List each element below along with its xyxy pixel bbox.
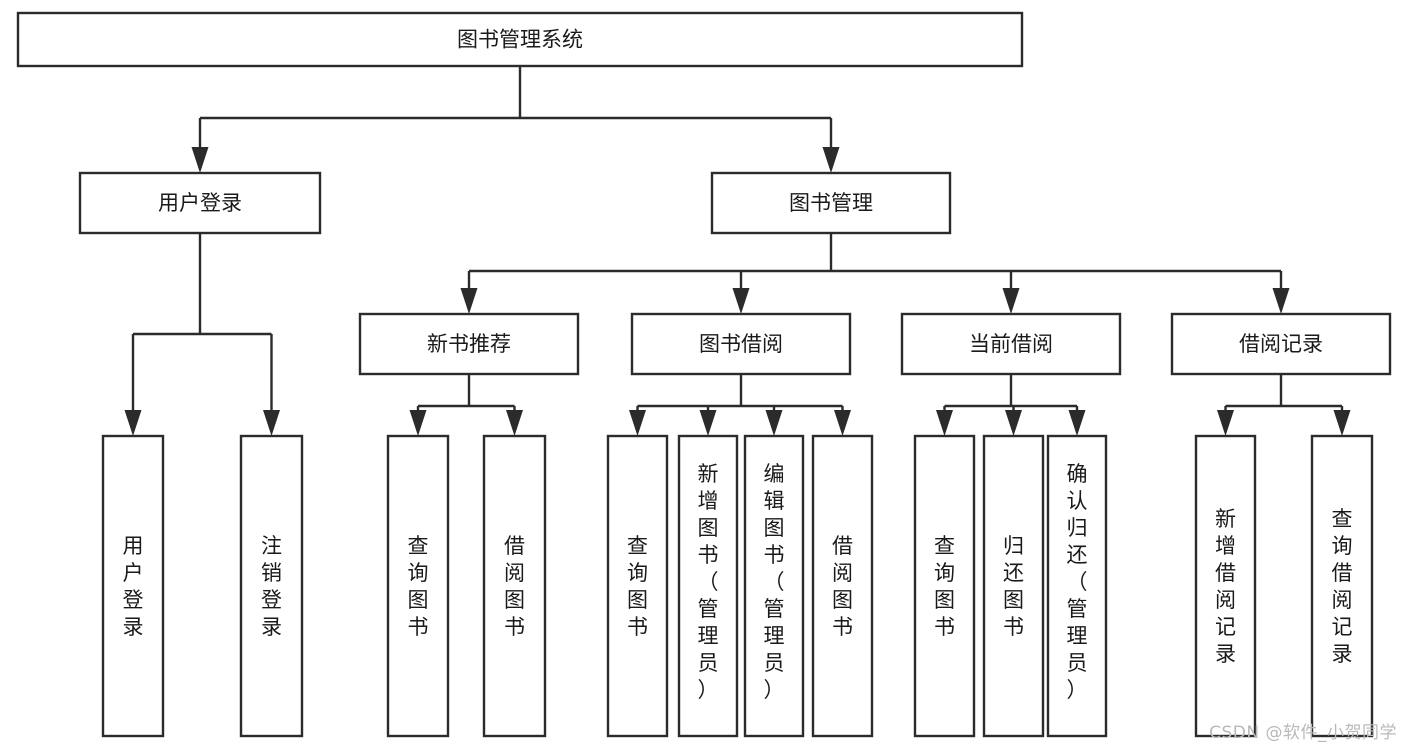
arrow-head-icon bbox=[1002, 288, 1020, 314]
edge-group-book-borrow bbox=[629, 374, 851, 436]
node-box[interactable] bbox=[677, 434, 739, 738]
node-box[interactable] bbox=[1170, 312, 1392, 376]
node-leaf-query-book-1[interactable]: 查询图书 bbox=[386, 434, 450, 738]
arrow-head-icon bbox=[1217, 410, 1234, 436]
arrow-head-icon bbox=[409, 410, 427, 436]
node-leaf-return-book[interactable]: 归还图书 bbox=[982, 434, 1045, 738]
node-box[interactable] bbox=[78, 171, 322, 235]
arrow-head-icon bbox=[191, 147, 209, 173]
node-label: 查询图书 bbox=[934, 534, 955, 639]
node-box[interactable] bbox=[710, 171, 952, 235]
arrow-head-icon bbox=[834, 410, 851, 436]
node-label: 借阅图书 bbox=[832, 534, 853, 639]
arrow-head-icon bbox=[822, 147, 840, 173]
node-root[interactable]: 图书管理系统 bbox=[16, 11, 1024, 68]
node-label: 用户登录 bbox=[158, 191, 242, 215]
node-box[interactable] bbox=[1046, 434, 1108, 738]
node-leaf-edit-book[interactable]: 编辑图书（管理员） bbox=[743, 434, 805, 738]
edge-group-current-borrow bbox=[936, 374, 1086, 436]
node-box[interactable] bbox=[16, 11, 1024, 68]
node-label: 图书管理 bbox=[789, 191, 873, 215]
arrow-head-icon bbox=[124, 410, 142, 436]
node-label: 借阅图书 bbox=[504, 534, 525, 639]
edge-group-root bbox=[191, 66, 840, 173]
node-box[interactable] bbox=[811, 434, 874, 738]
node-label: 图书借阅 bbox=[699, 332, 783, 356]
node-current-borrow[interactable]: 当前借阅 bbox=[900, 312, 1122, 376]
node-box[interactable] bbox=[630, 312, 852, 376]
node-box[interactable] bbox=[913, 434, 976, 738]
node-box[interactable] bbox=[101, 434, 165, 738]
node-leaf-user-login[interactable]: 用户登录 bbox=[101, 434, 165, 738]
node-box[interactable] bbox=[982, 434, 1045, 738]
arrow-head-icon bbox=[936, 410, 953, 436]
node-leaf-query-record[interactable]: 查询借阅记录 bbox=[1310, 434, 1374, 738]
node-box[interactable] bbox=[1194, 434, 1257, 738]
node-box[interactable] bbox=[239, 434, 304, 738]
node-leaf-add-book[interactable]: 新增图书（管理员） bbox=[677, 434, 739, 738]
node-label: 新增借阅记录 bbox=[1215, 507, 1236, 666]
arrow-head-icon bbox=[699, 410, 717, 436]
arrow-head-icon bbox=[629, 410, 646, 436]
node-box[interactable] bbox=[1310, 434, 1374, 738]
node-new-book-rec[interactable]: 新书推荐 bbox=[358, 312, 580, 376]
node-leaf-logout[interactable]: 注销登录 bbox=[239, 434, 304, 738]
node-leaf-query-book-2[interactable]: 查询图书 bbox=[606, 434, 669, 738]
node-label: 借阅记录 bbox=[1239, 332, 1323, 356]
arrow-head-icon bbox=[460, 288, 478, 314]
node-label: 编辑图书（管理员） bbox=[764, 462, 785, 702]
edge-group-book-manage bbox=[460, 233, 1290, 314]
node-borrow-record[interactable]: 借阅记录 bbox=[1170, 312, 1392, 376]
node-label: 图书管理系统 bbox=[457, 28, 583, 52]
edge-group-user-login bbox=[124, 233, 280, 436]
arrow-head-icon bbox=[263, 410, 280, 436]
node-box[interactable] bbox=[743, 434, 805, 738]
arrow-head-icon bbox=[506, 410, 523, 436]
node-label: 新书推荐 bbox=[427, 332, 511, 356]
node-leaf-query-book-3[interactable]: 查询图书 bbox=[913, 434, 976, 738]
node-label: 注销登录 bbox=[261, 534, 282, 639]
edge-group-borrow-record bbox=[1217, 374, 1351, 436]
nodes-layer: 图书管理系统用户登录图书管理新书推荐图书借阅当前借阅借阅记录用户登录注销登录查询… bbox=[16, 11, 1392, 738]
arrow-head-icon bbox=[732, 288, 750, 314]
node-leaf-borrow-book-2[interactable]: 借阅图书 bbox=[811, 434, 874, 738]
arrow-head-icon bbox=[765, 410, 783, 436]
node-label: 归还图书 bbox=[1003, 534, 1024, 639]
node-leaf-add-record[interactable]: 新增借阅记录 bbox=[1194, 434, 1257, 738]
edge-group-new-book-rec bbox=[409, 374, 523, 436]
arrow-head-icon bbox=[1068, 410, 1086, 436]
edges-layer bbox=[124, 66, 1351, 436]
node-label: 查询图书 bbox=[627, 534, 648, 639]
node-leaf-confirm-return[interactable]: 确认归还（管理员） bbox=[1046, 434, 1108, 738]
node-box[interactable] bbox=[386, 434, 450, 738]
node-label: 新增图书（管理员） bbox=[698, 462, 719, 702]
node-leaf-borrow-book-1[interactable]: 借阅图书 bbox=[482, 434, 547, 738]
node-box[interactable] bbox=[606, 434, 669, 738]
node-label: 当前借阅 bbox=[969, 332, 1053, 356]
arrow-head-icon bbox=[1333, 410, 1351, 436]
node-book-borrow[interactable]: 图书借阅 bbox=[630, 312, 852, 376]
node-box[interactable] bbox=[900, 312, 1122, 376]
node-box[interactable] bbox=[482, 434, 547, 738]
node-box[interactable] bbox=[358, 312, 580, 376]
node-label: 查询图书 bbox=[408, 534, 429, 639]
node-book-manage[interactable]: 图书管理 bbox=[710, 171, 952, 235]
node-label: 用户登录 bbox=[123, 534, 144, 639]
arrow-head-icon bbox=[1005, 410, 1022, 436]
csdn-watermark: CSDN @软件_小贺同学 bbox=[1209, 723, 1397, 743]
node-label: 查询借阅记录 bbox=[1332, 507, 1353, 666]
node-label: 确认归还（管理员） bbox=[1067, 462, 1088, 702]
node-user-login[interactable]: 用户登录 bbox=[78, 171, 322, 235]
arrow-head-icon bbox=[1272, 288, 1290, 314]
